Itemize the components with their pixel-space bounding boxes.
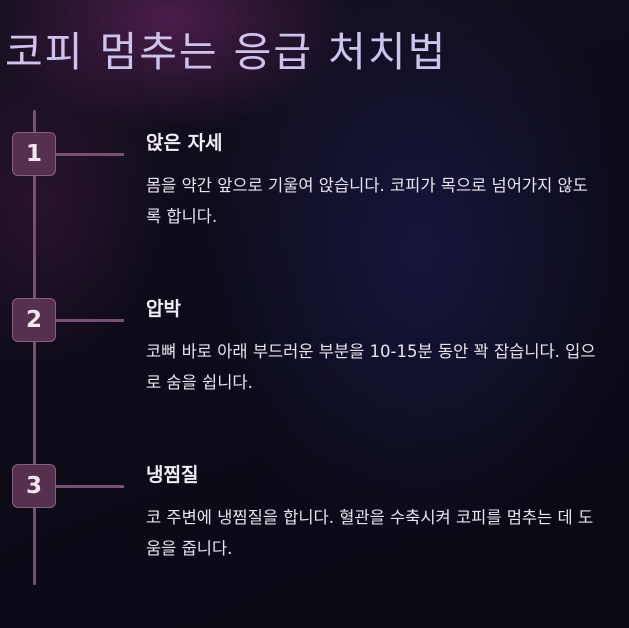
- step-number-badge: 1: [12, 132, 56, 176]
- timeline-vertical-line: [33, 110, 36, 585]
- step-title: 냉찜질: [146, 464, 199, 486]
- step-number-badge: 3: [12, 464, 56, 508]
- step-connector-line: [56, 319, 124, 322]
- page-title: 코피 멈추는 응급 처치법: [5, 28, 448, 76]
- step-title: 앉은 자세: [146, 132, 223, 154]
- step-description: 코뼈 바로 아래 부드러운 부분을 10-15분 동안 꽉 잡습니다. 입으로 …: [146, 342, 596, 392]
- step-connector-line: [56, 153, 124, 156]
- step-connector-line: [56, 485, 124, 488]
- step-title: 압박: [146, 298, 181, 320]
- step-description: 코 주변에 냉찜질을 합니다. 혈관을 수축시켜 코피를 멈추는 데 도움을 줍…: [146, 508, 594, 558]
- step-description: 몸을 약간 앞으로 기울여 앉습니다. 코피가 목으로 넘어가지 않도록 합니다…: [146, 176, 588, 226]
- step-number-badge: 2: [12, 298, 56, 342]
